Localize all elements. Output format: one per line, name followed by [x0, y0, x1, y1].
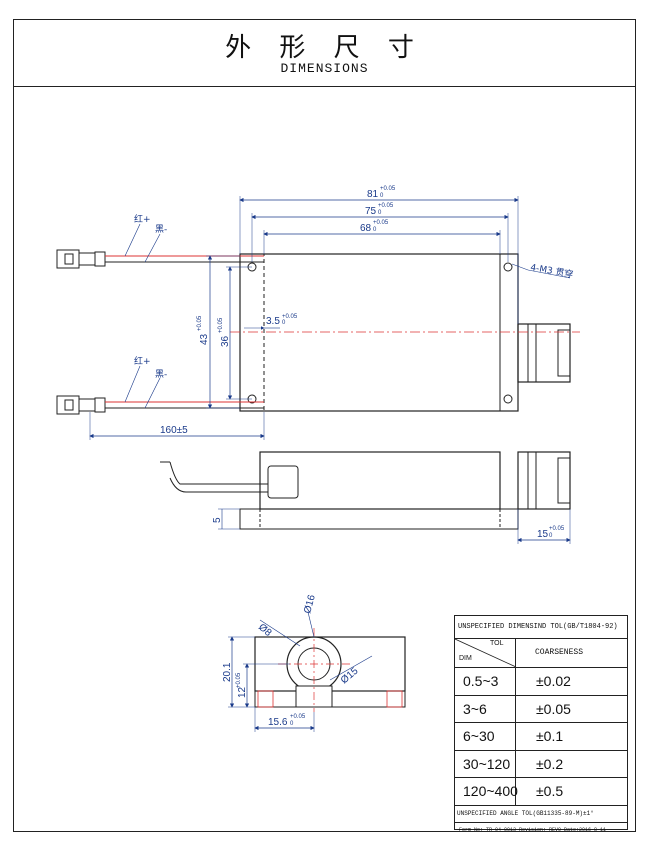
dim-tol-plus: +0.05: [282, 314, 298, 320]
wire-black-label: 黑-: [155, 369, 167, 380]
table-row: 3~6 ±0.05: [455, 695, 627, 723]
angle-tolerance-note: UNSPECIFIED ANGLE TOL(GB11335-89-M)±1°: [455, 806, 627, 823]
side-view: 5 15 +0.05 0: [160, 451, 571, 544]
dim-tol-zero: 0: [290, 721, 294, 727]
dim-tol-zero: 0: [380, 193, 384, 199]
range-cell: 3~6: [455, 695, 516, 722]
col-tol: TOL: [490, 640, 504, 647]
top-view: 红+ 黑- 红+ 黑- 81 +0.05 0 75 +0.05 0 68 +0.…: [56, 186, 580, 440]
dim-tol-plus: +0.05: [218, 317, 224, 333]
mount-hole: [503, 262, 513, 272]
dim-tol-plus: +0.05: [236, 672, 242, 688]
connector-outline: [517, 323, 571, 383]
range-cell: 0.5~3: [455, 668, 516, 695]
wire-red-label: 红+: [134, 355, 151, 367]
dim-68: 68: [360, 223, 372, 234]
tolerance-table: UNSPECIFIED DIMENSIND TOL(GB/T1804-92) T…: [454, 615, 628, 833]
wire-plug-bottom: [56, 395, 80, 415]
dim-tol-zero: 0: [282, 320, 286, 326]
dim-5: 5: [212, 517, 223, 523]
tolerance-table-header: UNSPECIFIED DIMENSIND TOL(GB/T1804-92): [455, 616, 627, 639]
wire-red-label: 红+: [134, 213, 151, 225]
range-cell: 6~30: [455, 723, 516, 750]
dim-tol-zero: 0: [549, 533, 553, 539]
dim-tol-plus: +0.05: [373, 220, 389, 226]
dim-tol-zero: 0: [373, 227, 377, 233]
dim-12: 12: [237, 686, 248, 698]
tol-cell: ±0.1: [536, 728, 564, 744]
range-cell: 30~120: [455, 750, 516, 777]
dim-15-circle: Ø15: [339, 665, 361, 686]
dim-tol-plus: +0.05: [549, 526, 565, 532]
dim-36: 36: [220, 335, 231, 347]
range-cell: 120~400: [455, 778, 518, 805]
dim-16: Ø16: [302, 593, 318, 615]
end-view: Ø8 Ø16 Ø15 20.1 12 +0.05 15.6 +0.05 0: [222, 593, 406, 732]
dim-tol-plus: +0.05: [378, 203, 394, 209]
dim-20-1: 20.1: [222, 662, 233, 682]
tol-cell: ±0.05: [536, 700, 571, 717]
dim-81: 81: [367, 189, 379, 200]
dim-tol-plus: +0.05: [290, 714, 306, 720]
wire-plug-top: [56, 249, 80, 269]
hole-note: 4-M3 贯穿: [529, 261, 574, 280]
dim-160: 160±5: [160, 425, 188, 436]
col-coarseness: COARSENESS: [535, 648, 584, 657]
title-chinese: 外 形 尺 寸: [225, 33, 424, 63]
col-dim: DIM: [459, 655, 472, 662]
form-note: Form No: TR-04-0013 Revision: REV0 Date:…: [459, 826, 607, 833]
dim-3-5: 3.5: [266, 316, 280, 327]
table-row: 0.5~3 ±0.02: [455, 668, 627, 696]
tol-cell: ±0.2: [536, 755, 564, 772]
table-row: 30~120 ±0.2: [455, 750, 627, 778]
dim-tol-zero: 0: [378, 210, 382, 216]
table-row: 6~30 ±0.1: [455, 723, 627, 751]
mount-hole: [503, 394, 513, 404]
dim-43: 43: [199, 333, 210, 345]
title-english: DIMENSIONS: [280, 61, 369, 76]
dim-15: 15: [537, 529, 549, 540]
title-block: 外 形 尺 寸 DIMENSIONS: [13, 19, 636, 87]
drawing-frame: [13, 19, 636, 832]
tol-cell: ±0.02: [536, 673, 571, 689]
dim-75: 75: [365, 206, 377, 217]
dim-tol-plus: +0.05: [197, 315, 203, 331]
tolerance-column-header: TOL DIM COARSENESS: [455, 639, 627, 668]
dim-tol-plus: +0.05: [380, 186, 396, 192]
wire-black-label: 黑-: [155, 224, 167, 235]
dim-15-6: 15.6: [268, 717, 288, 728]
table-row: 120~400 ±0.5: [455, 778, 627, 806]
tol-cell: ±0.5: [536, 783, 564, 799]
body-outline: [239, 253, 519, 412]
